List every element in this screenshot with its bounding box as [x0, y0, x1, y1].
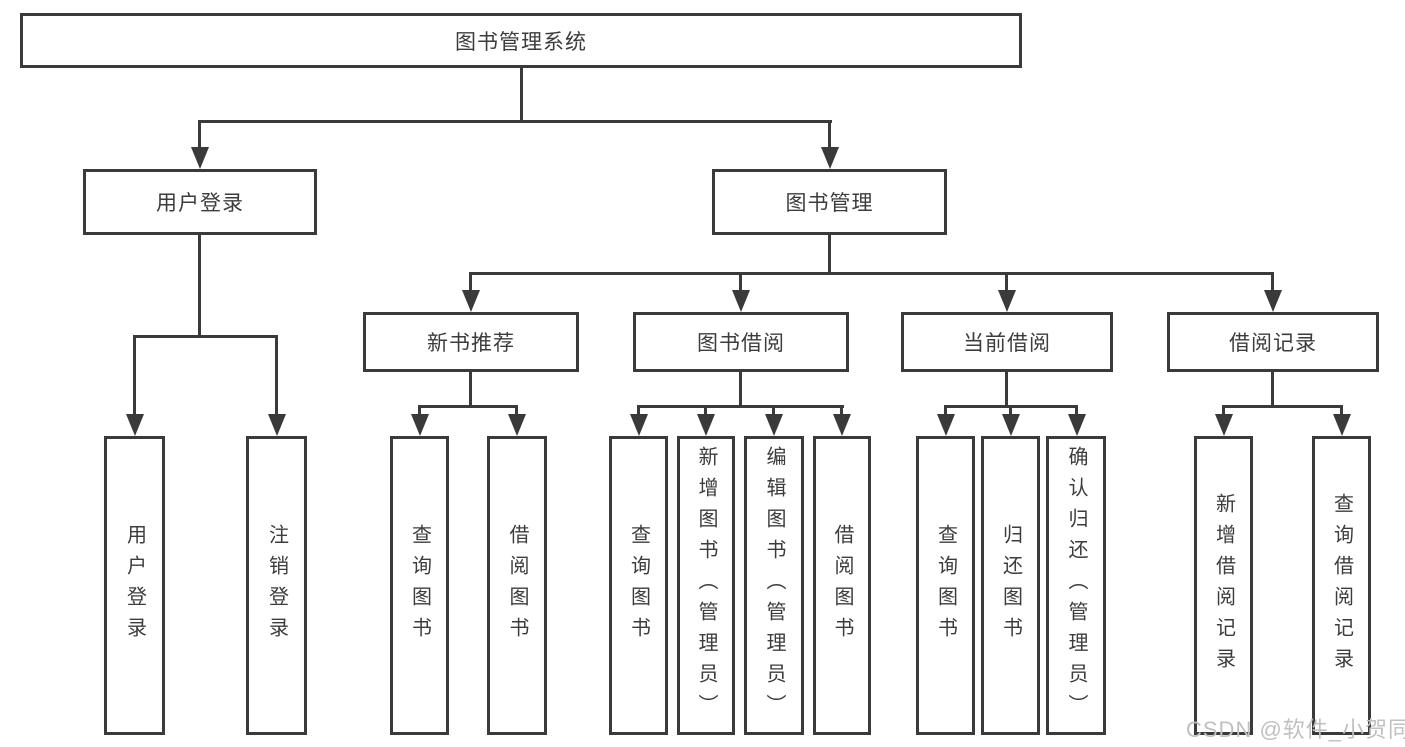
- arrowhead-icon: [268, 414, 286, 436]
- node-user-login: 用户登录: [83, 169, 317, 235]
- leaf-query-books-current: 查询图书: [916, 436, 975, 735]
- connector-line: [199, 120, 832, 123]
- leaf-label: 借阅图书: [831, 523, 853, 648]
- leaf-query-books-borrow: 查询图书: [609, 436, 668, 735]
- connector-line: [1222, 405, 1342, 408]
- leaf-borrow-books: 借阅图书: [813, 436, 871, 735]
- connector-line: [828, 235, 831, 272]
- arrowhead-icon: [1215, 414, 1233, 436]
- arrowhead-icon: [508, 414, 526, 436]
- connector-line: [1271, 272, 1274, 291]
- connector-line: [133, 335, 136, 415]
- node-book-management: 图书管理: [712, 169, 947, 235]
- connector-line: [637, 405, 844, 408]
- connector-line: [1340, 405, 1343, 415]
- leaf-label: 用户登录: [123, 523, 146, 648]
- connector-line: [704, 405, 707, 415]
- leaf-label: 借阅图书: [506, 523, 528, 648]
- leaf-label: 查询图书: [408, 523, 431, 648]
- arrowhead-icon: [937, 414, 955, 436]
- arrowhead-icon: [765, 414, 783, 436]
- connector-line: [944, 405, 947, 415]
- node-new-book-recommend: 新书推荐: [363, 312, 579, 372]
- arrowhead-icon: [1264, 290, 1282, 312]
- connector-line: [469, 372, 472, 405]
- connector-line: [1271, 372, 1274, 405]
- leaf-borrow-books-recommend: 借阅图书: [487, 436, 547, 735]
- connector-line: [739, 372, 742, 405]
- connector-line: [515, 405, 518, 415]
- leaf-user-login: 用户登录: [104, 436, 165, 735]
- arrowhead-icon: [821, 147, 839, 169]
- leaf-add-borrow-record: 新增借阅记录: [1194, 436, 1253, 735]
- leaf-query-borrow-record: 查询借阅记录: [1312, 436, 1371, 735]
- leaf-logout: 注销登录: [246, 436, 307, 735]
- connector-line: [275, 335, 278, 415]
- connector-line: [1075, 405, 1078, 415]
- node-root: 图书管理系统: [20, 13, 1022, 68]
- arrowhead-icon: [732, 290, 750, 312]
- arrowhead-icon: [833, 414, 851, 436]
- leaf-label: 查询图书: [934, 523, 957, 648]
- connector-line: [739, 272, 742, 291]
- connector-line: [1005, 272, 1008, 291]
- connector-line: [520, 68, 523, 120]
- arrowhead-icon: [126, 414, 144, 436]
- leaf-return-books: 归还图书: [981, 436, 1040, 735]
- leaf-query-books-recommend: 查询图书: [390, 436, 449, 735]
- leaf-label: 查询借阅记录: [1330, 492, 1353, 679]
- connector-line: [1222, 405, 1225, 415]
- arrowhead-icon: [191, 147, 209, 169]
- connector-line: [840, 405, 843, 415]
- leaf-label: 查询图书: [627, 523, 650, 648]
- connector-line: [828, 120, 831, 148]
- connector-line: [418, 405, 421, 415]
- leaf-label: 编辑图书（管理员）: [763, 446, 785, 725]
- connector-line: [637, 405, 640, 415]
- arrowhead-icon: [1068, 414, 1086, 436]
- connector-line: [198, 235, 201, 335]
- arrowhead-icon: [697, 414, 715, 436]
- leaf-label: 新增图书（管理员）: [695, 446, 717, 725]
- node-borrow-records: 借阅记录: [1167, 312, 1379, 372]
- connector-line: [133, 335, 278, 338]
- arrowhead-icon: [630, 414, 648, 436]
- arrowhead-icon: [1333, 414, 1351, 436]
- connector-line: [469, 272, 472, 291]
- leaf-edit-books-admin: 编辑图书（管理员）: [744, 436, 804, 735]
- arrowhead-icon: [462, 290, 480, 312]
- leaf-label: 注销登录: [265, 523, 288, 648]
- connector-line: [1005, 372, 1008, 405]
- connector-line: [1009, 405, 1012, 415]
- csdn-watermark: CSDN @软件_小贺同学: [1186, 717, 1405, 742]
- arrowhead-icon: [998, 290, 1016, 312]
- connector-line: [418, 405, 518, 408]
- node-current-borrow: 当前借阅: [901, 312, 1113, 372]
- node-book-borrow: 图书借阅: [633, 312, 849, 372]
- leaf-confirm-return-admin: 确认归还（管理员）: [1046, 436, 1106, 735]
- leaf-label: 新增借阅记录: [1212, 492, 1235, 679]
- leaf-label: 归还图书: [999, 523, 1022, 648]
- leaf-add-books-admin: 新增图书（管理员）: [677, 436, 735, 735]
- connector-line: [198, 120, 201, 148]
- arrowhead-icon: [411, 414, 429, 436]
- connector-line: [470, 272, 1274, 275]
- leaf-label: 确认归还（管理员）: [1065, 446, 1087, 725]
- connector-line: [772, 405, 775, 415]
- arrowhead-icon: [1002, 414, 1020, 436]
